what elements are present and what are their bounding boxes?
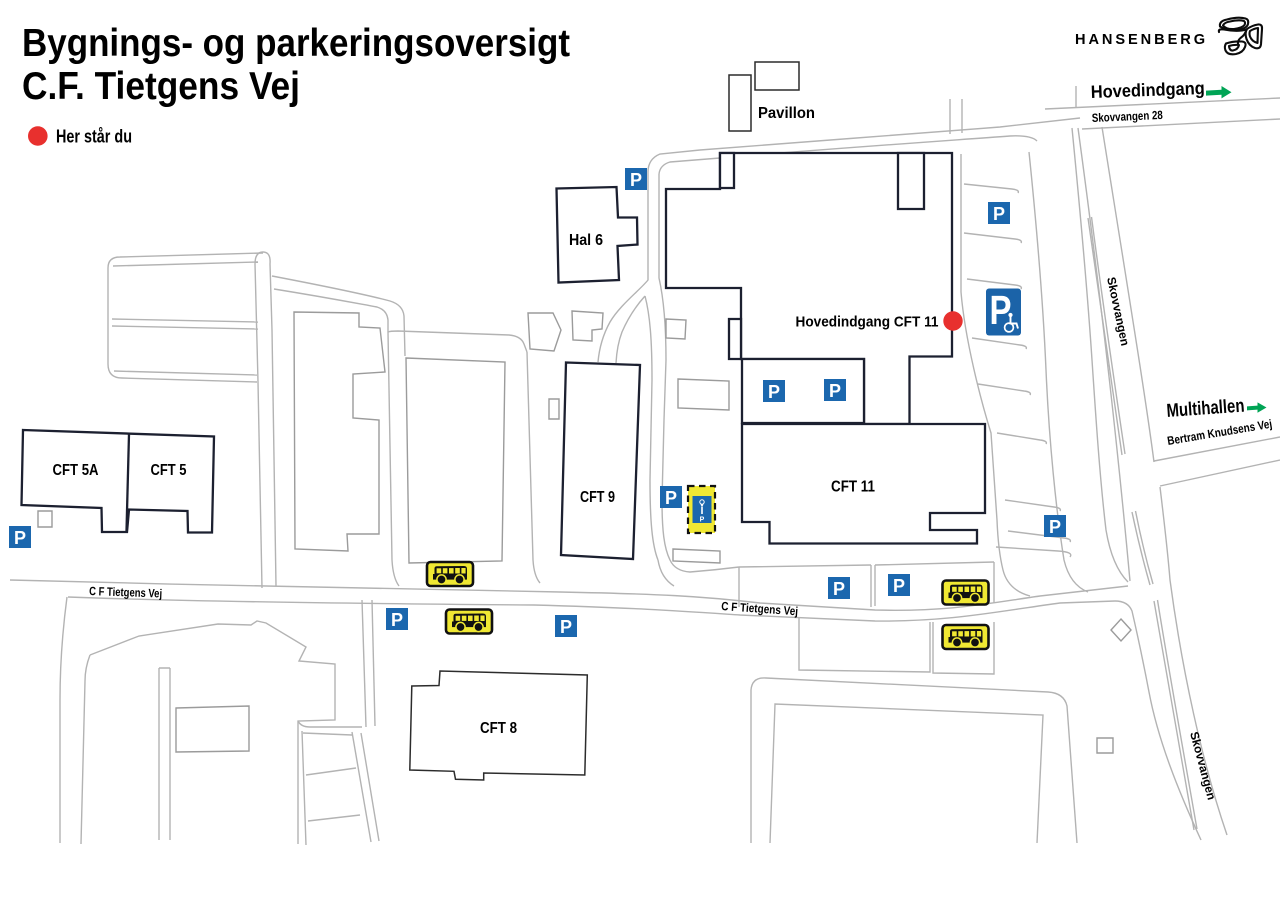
svg-text:Hovedindgang CFT 11: Hovedindgang CFT 11 <box>796 314 939 331</box>
svg-text:HANSENBERG: HANSENBERG <box>1075 31 1208 48</box>
svg-text:C F Tietgens Vej: C F Tietgens Vej <box>89 584 162 601</box>
svg-text:Hal 6: Hal 6 <box>569 232 603 249</box>
svg-text:CFT 11: CFT 11 <box>831 479 875 496</box>
svg-text:CFT 5: CFT 5 <box>151 462 187 479</box>
svg-text:C.F. Tietgens Vej: C.F. Tietgens Vej <box>22 65 300 108</box>
svg-text:CFT 5A: CFT 5A <box>53 462 99 479</box>
svg-text:CFT 8: CFT 8 <box>480 720 517 737</box>
svg-text:Her står du: Her står du <box>56 127 132 147</box>
svg-text:P: P <box>990 287 1012 333</box>
svg-text:CFT 9: CFT 9 <box>580 489 615 506</box>
svg-text:Pavillon: Pavillon <box>758 105 815 122</box>
svg-text:Hovedindgang: Hovedindgang <box>1090 78 1205 102</box>
svg-text:P: P <box>700 517 705 524</box>
svg-text:Skovvangen 28: Skovvangen 28 <box>1092 108 1164 125</box>
svg-text:C F Tietgens Vej: C F Tietgens Vej <box>721 599 799 618</box>
svg-text:Bygnings- og parkeringsoversig: Bygnings- og parkeringsoversigt <box>22 22 570 65</box>
